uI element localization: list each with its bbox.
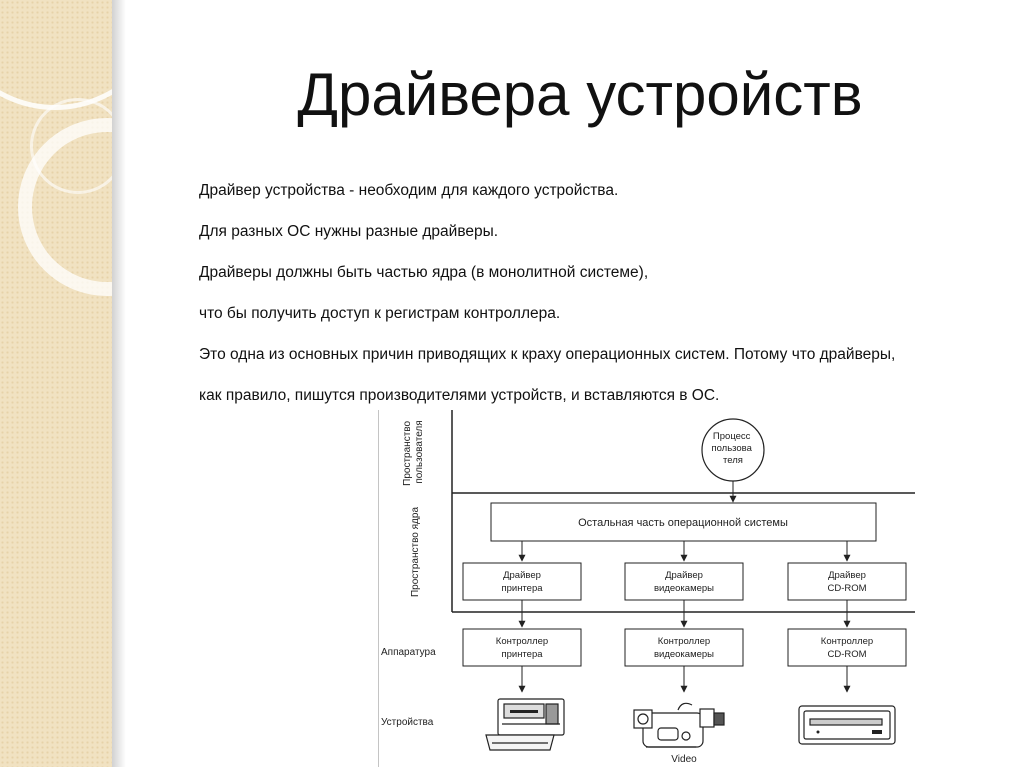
cdrom-drive-icon xyxy=(798,705,896,745)
body-line: Драйвер устройства - необходим для каждо… xyxy=(199,182,619,199)
layer-label-user-space: Пространство пользователя xyxy=(402,418,425,486)
user-process-label: Процесс пользова теля xyxy=(711,431,754,466)
slide-body-text: Драйвер устройства - необходим для каждо… xyxy=(199,181,999,427)
body-line: как правило, пишутся производителями уст… xyxy=(199,387,720,404)
decorative-ring xyxy=(30,98,112,194)
printer-icon xyxy=(485,698,565,751)
decorative-side-strip xyxy=(0,0,112,767)
body-line: Для разных ОС нужны разные драйверы. xyxy=(199,223,499,240)
layer-label-kernel-space: Пространство ядра xyxy=(410,507,421,597)
video-caption: Video xyxy=(671,754,697,765)
os-rest-label: Остальная часть операционной системы xyxy=(578,517,788,529)
os-rest-box: Остальная часть операционной системы xyxy=(490,502,877,542)
slide-title: Драйвера устройств xyxy=(297,61,863,128)
body-line: Драйверы должны быть частью ядра (в моно… xyxy=(199,264,649,281)
user-process-node: Процесс пользова теля xyxy=(701,418,765,482)
body-line: Это одна из основных причин приводящих к… xyxy=(199,346,896,363)
body-line: что бы получить доступ к регистрам контр… xyxy=(199,305,561,322)
layer-label-devices: Устройства xyxy=(381,717,434,728)
layer-label-hardware: Аппаратура xyxy=(381,647,436,658)
driver-architecture-diagram: Пространство пользователя Пространство я… xyxy=(378,410,918,767)
side-strip-shadow xyxy=(112,0,126,767)
video-camera-icon xyxy=(633,702,725,748)
